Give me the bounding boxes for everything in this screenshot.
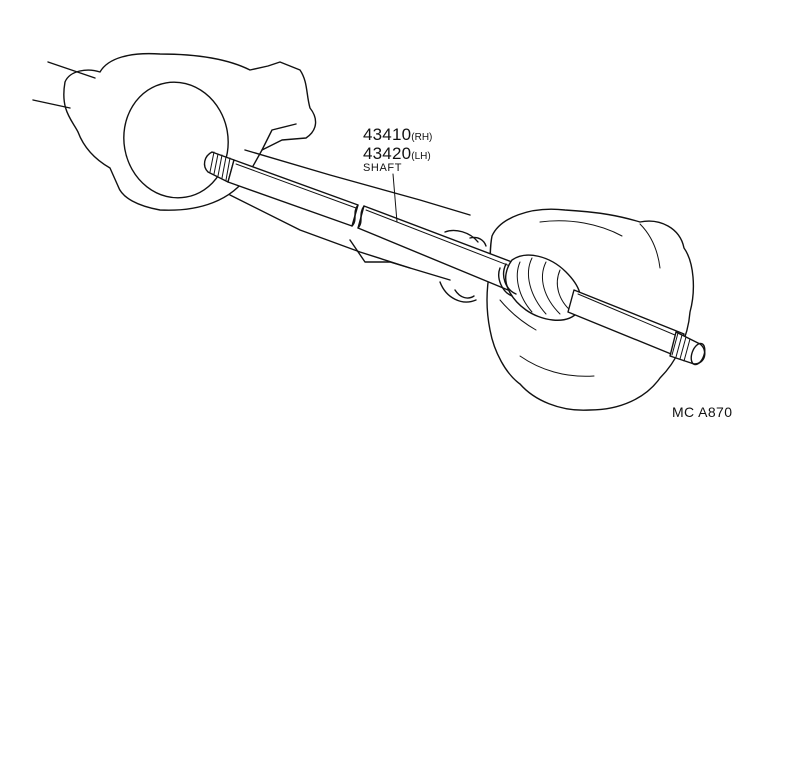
steering-knuckle — [486, 208, 695, 411]
axle-housing — [32, 61, 487, 303]
part-number-lh-value: 43420 — [363, 144, 412, 163]
figure-code: MC A870 — [672, 404, 733, 420]
callout-leader-line — [392, 173, 398, 223]
part-number-rh: 43410(RH) — [363, 126, 432, 144]
drive-shaft — [203, 151, 706, 366]
part-number-lh: 43420(LH) — [363, 145, 431, 163]
part-number-rh-value: 43410 — [363, 125, 412, 144]
inner-spline-icon — [209, 151, 231, 181]
differential-carrier — [63, 52, 317, 211]
part-side-rh: (RH) — [411, 132, 433, 143]
part-side-lh: (LH) — [411, 151, 431, 162]
part-name: SHAFT — [363, 162, 403, 174]
outer-spline-icon — [671, 332, 691, 362]
